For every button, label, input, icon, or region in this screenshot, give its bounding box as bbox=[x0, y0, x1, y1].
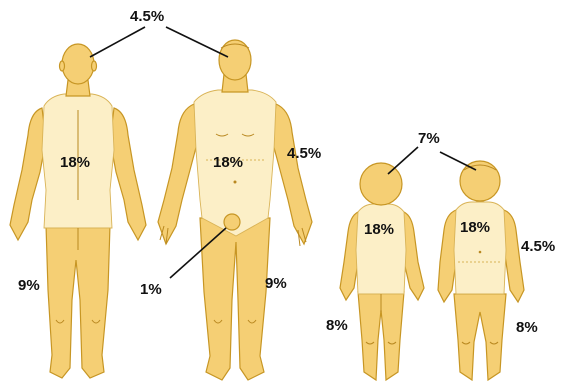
child-back-head bbox=[360, 163, 402, 205]
adult-genital-percentage: 1% bbox=[140, 282, 162, 297]
child-front-figure bbox=[438, 161, 524, 380]
child-head-leader-back bbox=[388, 147, 418, 174]
adult-front-head bbox=[219, 40, 251, 80]
adult-front-leg-percentage: 9% bbox=[265, 276, 287, 291]
adult-head-leader-front bbox=[166, 27, 228, 57]
adult-back-head bbox=[62, 44, 94, 84]
child-back-leg-percentage: 8% bbox=[326, 318, 348, 333]
adult-front-figure bbox=[158, 40, 312, 380]
child-head-leader-front bbox=[440, 152, 476, 170]
child-front-trunk-percentage: 18% bbox=[460, 220, 490, 235]
child-front-leg-percentage: 8% bbox=[516, 320, 538, 335]
child-head-percentage: 7% bbox=[418, 131, 440, 146]
adult-front-trunk-percentage: 18% bbox=[213, 155, 243, 170]
adult-arm-percentage: 4.5% bbox=[287, 146, 321, 161]
adult-back-leg-percentage: 9% bbox=[18, 278, 40, 293]
child-back-figure bbox=[340, 163, 424, 380]
adult-back-trunk-percentage: 18% bbox=[60, 155, 90, 170]
child-front-head bbox=[460, 161, 500, 201]
adult-head-percentage: 4.5% bbox=[130, 9, 164, 24]
child-back-trunk-percentage: 18% bbox=[364, 222, 394, 237]
adult-genital-region bbox=[224, 214, 240, 230]
child-arm-percentage: 4.5% bbox=[521, 239, 555, 254]
adult-head-leader-back bbox=[90, 27, 145, 57]
adult-back-figure bbox=[10, 44, 146, 378]
